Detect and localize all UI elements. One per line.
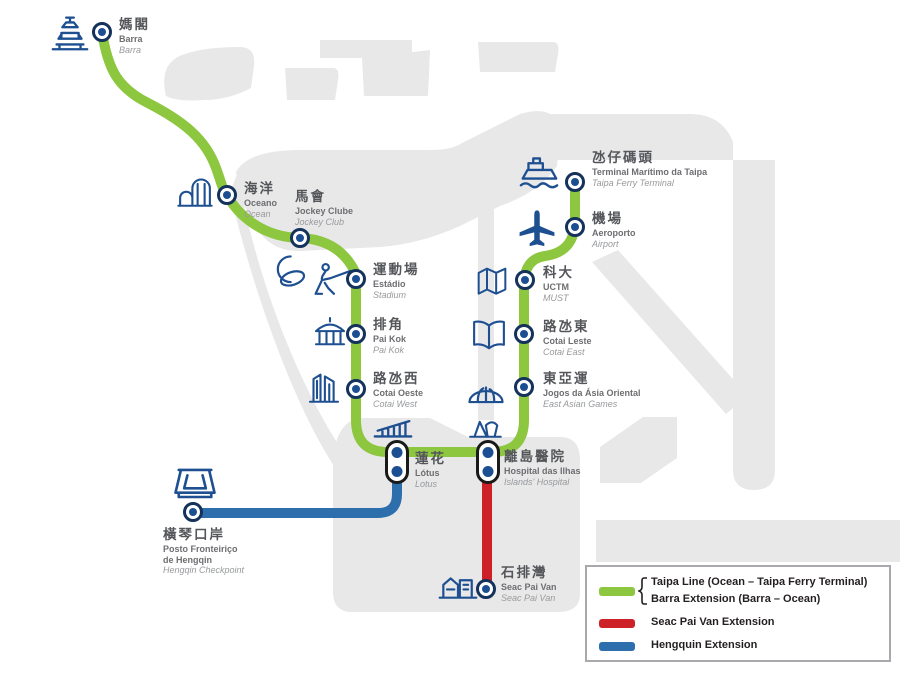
station-marker-uctm	[515, 270, 535, 290]
pavilion-icon	[309, 311, 351, 353]
legend: Taipa Line (Ocean – Taipa Ferry Terminal…	[585, 565, 891, 662]
legend-label-seac-pai-van: Seac Pai Van Extension	[651, 616, 775, 628]
station-marker-lotus	[385, 440, 409, 484]
station-marker-seac-pai-van	[476, 579, 496, 599]
interchange-dot	[482, 447, 494, 458]
station-marker-barra	[92, 22, 112, 42]
station-marker-oceano	[217, 185, 237, 205]
interchange-dot	[482, 466, 494, 477]
station-dot	[520, 330, 528, 338]
legend-label-taipa-line: Taipa Line (Ocean – Taipa Ferry Terminal…	[651, 576, 868, 588]
station-marker-estadio	[346, 269, 366, 289]
station-dot	[571, 223, 579, 231]
station-dot	[352, 330, 360, 338]
station-marker-east-asian-games	[514, 377, 534, 397]
station-dot	[223, 191, 231, 199]
village-houses-icon	[436, 561, 480, 605]
landmass-shapes	[164, 40, 900, 612]
station-dot	[352, 385, 360, 393]
legend-label-hengqin: Hengquin Extension	[651, 639, 758, 651]
station-marker-hengqin-checkpoint	[183, 502, 203, 522]
station-dot	[98, 28, 106, 36]
fencer-icon	[311, 259, 355, 303]
station-marker-pai-kok	[346, 324, 366, 344]
airplane-icon	[515, 204, 559, 248]
station-marker-hospital-das-ilhas	[476, 440, 500, 484]
station-dot	[482, 585, 490, 593]
horseshoe-icon	[265, 250, 309, 294]
station-marker-cotai-west	[346, 379, 366, 399]
station-dot	[189, 508, 197, 516]
interchange-dot	[391, 466, 403, 477]
station-marker-jockey-club	[290, 228, 310, 248]
station-dot	[352, 275, 360, 283]
ama-temple-icon	[47, 9, 93, 55]
ferry-icon	[516, 146, 562, 192]
dome-building-icon	[464, 400, 506, 442]
station-dot	[571, 178, 579, 186]
station-marker-aeroporto	[565, 217, 585, 237]
legend-swatch-seac-pai-van	[599, 619, 635, 628]
stadium-dome-icon	[464, 370, 508, 414]
station-marker-cotai-east	[514, 324, 534, 344]
station-dot	[521, 276, 529, 284]
skyscrapers-icon	[303, 365, 345, 407]
interchange-dot	[391, 447, 403, 458]
station-marker-taipa-ferry-terminal	[565, 172, 585, 192]
taipa-line	[97, 27, 580, 457]
legend-swatch-hengqin	[599, 642, 635, 651]
border-gate-icon	[169, 458, 221, 510]
station-dot	[520, 383, 528, 391]
hengqin-extension-line	[188, 461, 402, 518]
legend-label-barra-extension: Barra Extension (Barra – Ocean)	[651, 593, 821, 605]
legend-swatch-taipa-line	[599, 587, 635, 596]
legend-brace	[638, 577, 647, 605]
station-dot	[296, 234, 304, 242]
open-book-icon	[468, 315, 510, 357]
lotus-bridge-icon	[370, 401, 416, 447]
ocean-towers-icon	[174, 169, 216, 211]
folded-map-icon	[472, 262, 512, 302]
